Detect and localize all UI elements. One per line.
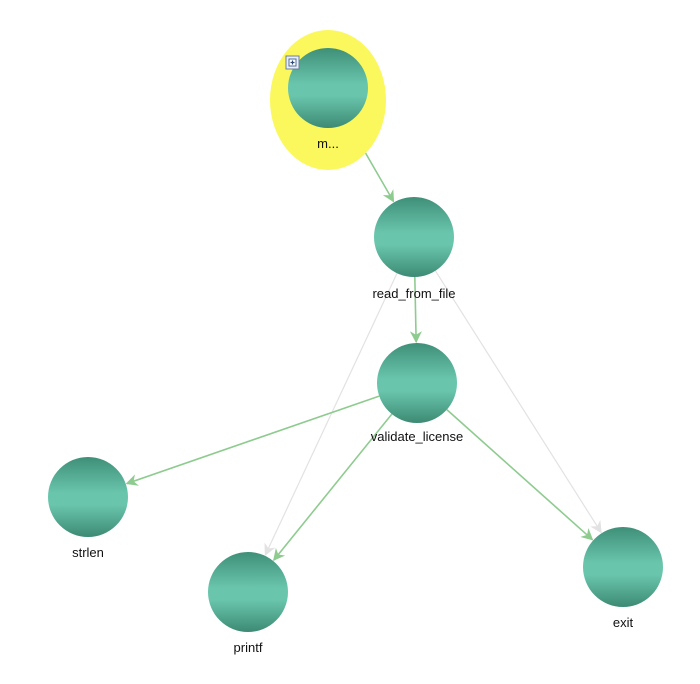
node-label: exit: [613, 615, 634, 630]
edge-read_from_file-to-printf: [264, 272, 398, 556]
node-circle[interactable]: [374, 197, 454, 277]
node-circle[interactable]: [208, 552, 288, 632]
nodes-layer: m... read_from_file validate_licensestrlen…: [48, 30, 663, 655]
edge-validate_license-to-strlen: [125, 395, 380, 486]
node-circle[interactable]: [583, 527, 663, 607]
edge-validate_license-to-printf: [273, 413, 393, 562]
node-circle[interactable]: [288, 48, 368, 128]
node-main[interactable]: m...: [270, 30, 386, 170]
edge-validate_license-to-exit: [446, 409, 594, 541]
node-label: validate_license: [371, 429, 464, 444]
node-exit[interactable]: exit: [583, 527, 663, 630]
node-label: printf: [234, 640, 263, 655]
node-printf[interactable]: printf: [208, 552, 288, 655]
node-label: read_from_file: [372, 286, 455, 301]
edges-layer: [125, 122, 602, 562]
edge-read_from_file-to-exit: [434, 270, 602, 534]
node-label: m...: [317, 136, 339, 151]
node-circle[interactable]: [48, 457, 128, 537]
node-validate_license[interactable]: validate_license: [371, 343, 464, 444]
edge-read_from_file-to-validate_license: [409, 276, 422, 344]
node-label: strlen: [72, 545, 104, 560]
node-strlen[interactable]: strlen: [48, 457, 128, 560]
node-circle[interactable]: [377, 343, 457, 423]
collapse-box-icon[interactable]: [285, 55, 300, 70]
node-read_from_file[interactable]: read_from_file: [372, 197, 456, 301]
